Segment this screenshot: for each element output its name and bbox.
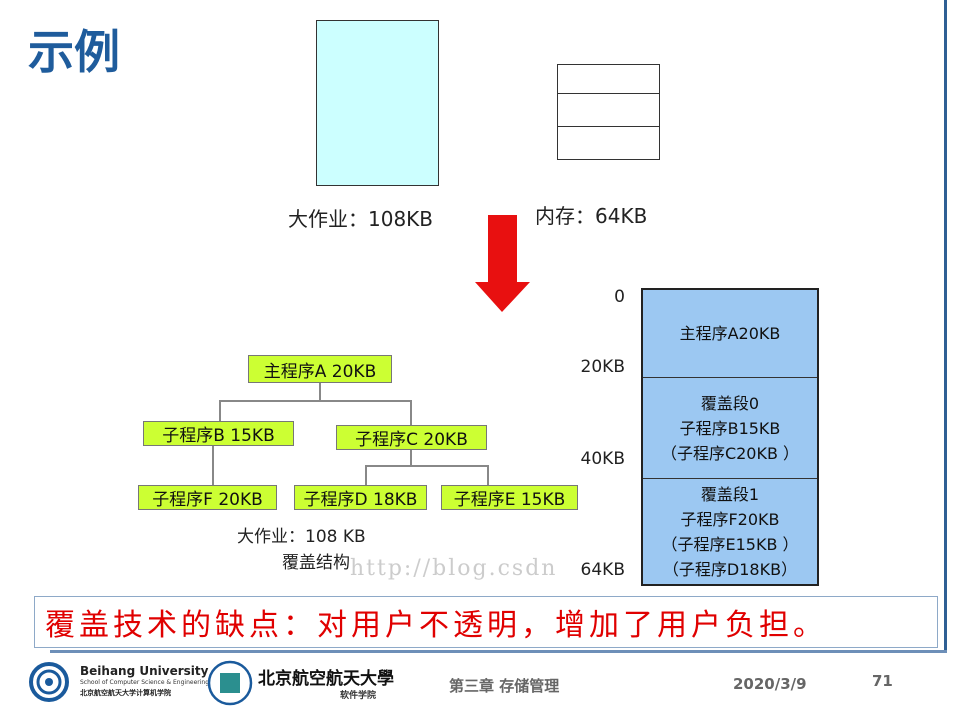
tick-20kb: 20KB xyxy=(580,357,625,377)
watermark: http://blog.csdn xyxy=(350,556,558,581)
note-box: 覆盖技术的缺点：对用户不透明，增加了用户负担。 xyxy=(34,596,938,648)
job-label: 大作业：108KB xyxy=(288,207,434,231)
down-arrow-icon xyxy=(475,215,530,312)
chapter-title: 第三章 存储管理 xyxy=(449,677,560,695)
beihang-logo-icon xyxy=(29,662,69,702)
memory-label: 内存：64KB xyxy=(535,204,648,228)
memory-block-small xyxy=(557,64,660,160)
segment-main: 主程序A20KB xyxy=(643,290,817,378)
segment-text: 子程序F20KB xyxy=(680,509,780,529)
slide-date: 2020/3/9 xyxy=(733,675,807,693)
tick-40kb: 40KB xyxy=(580,449,625,469)
uni-name-en: Beihang University xyxy=(80,664,209,678)
segment-text: 覆盖段0 xyxy=(700,393,760,413)
tick-64kb: 64KB xyxy=(580,560,625,580)
segment-text: 主程序A20KB xyxy=(679,324,781,343)
segment-overlay-0: 覆盖段0 子程序B15KB （子程序C20KB ） xyxy=(643,378,817,479)
segment-text: 子程序B15KB xyxy=(679,418,781,438)
school-name-cn: 北京航空航天大学计算机学院 xyxy=(80,689,171,697)
tree-caption-2: 覆盖结构 xyxy=(282,553,350,573)
college-seal-icon xyxy=(207,660,253,706)
segment-text: （子程序D18KB） xyxy=(662,559,798,579)
segment-text: （子程序C20KB ） xyxy=(660,443,800,463)
tree-node-e: 子程序E 15KB xyxy=(441,485,578,510)
tree-caption: 大作业：108 KB xyxy=(237,527,366,547)
tree-node-c: 子程序C 20KB xyxy=(336,425,487,450)
slide-border xyxy=(944,0,947,652)
footer-divider xyxy=(50,650,947,653)
job-block xyxy=(316,20,439,186)
tree-node-a: 主程序A 20KB xyxy=(248,355,392,383)
memory-layout: 主程序A20KB 覆盖段0 子程序B15KB （子程序C20KB ） 覆盖段1 子程序… xyxy=(641,288,819,586)
segment-text: （子程序E15KB ） xyxy=(661,534,799,554)
slide-title: 示例 xyxy=(28,25,120,79)
uni-name-cn: 北京航空航天大學 xyxy=(258,669,394,689)
tree-node-f: 子程序F 20KB xyxy=(138,485,277,510)
page-number: 71 xyxy=(872,672,893,690)
school-name-en: School of Computer Science & Engineering xyxy=(80,679,210,686)
tree-node-d: 子程序D 18KB xyxy=(294,485,427,510)
segment-overlay-1: 覆盖段1 子程序F20KB （子程序E15KB ） （子程序D18KB） xyxy=(643,479,817,584)
tick-0: 0 xyxy=(614,287,625,307)
college-name-cn: 软件学院 xyxy=(340,691,377,701)
tree-node-b: 子程序B 15KB xyxy=(143,421,294,446)
segment-text: 覆盖段1 xyxy=(700,484,760,504)
